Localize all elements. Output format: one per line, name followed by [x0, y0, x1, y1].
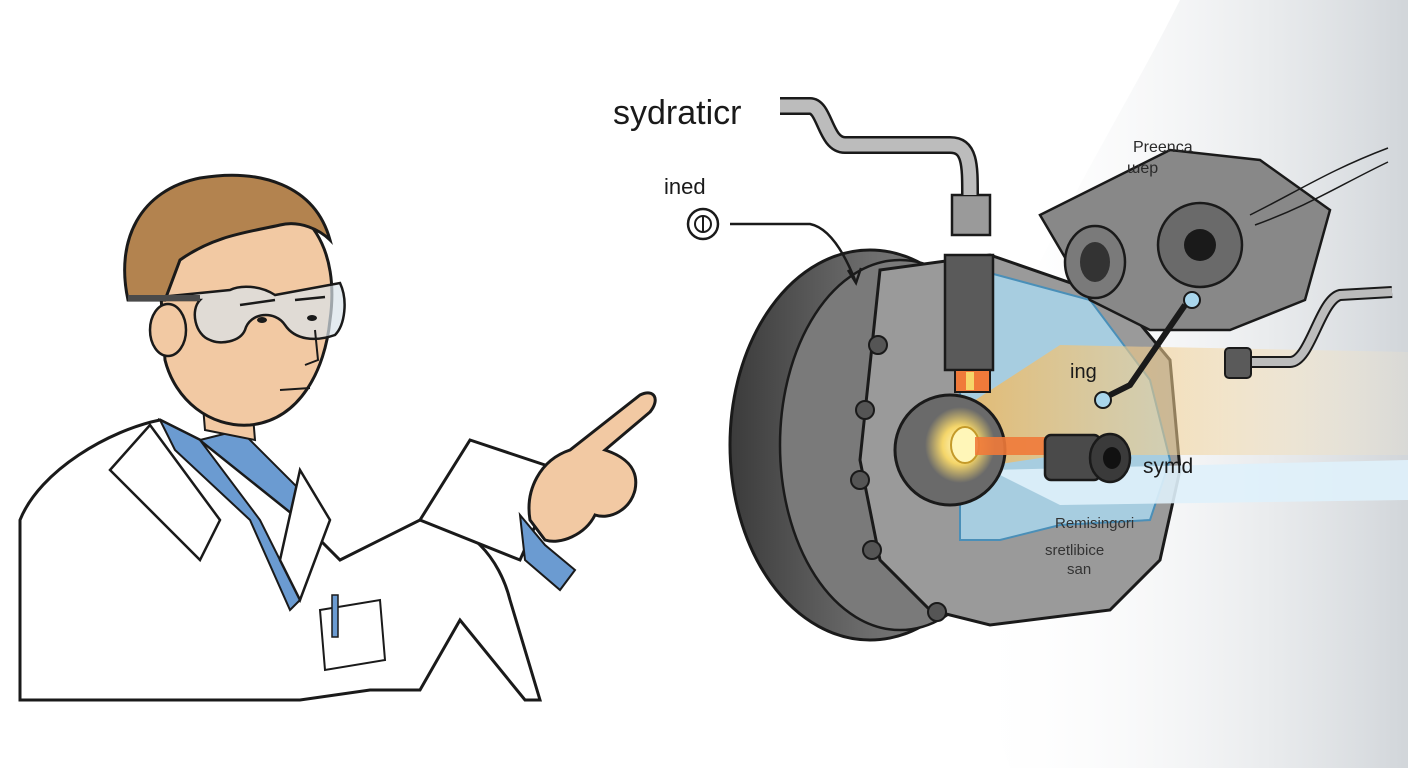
pointing-hand [527, 391, 657, 543]
hot-jet [975, 437, 1045, 455]
bottom-label-line3: san [1067, 561, 1092, 578]
injector-column [943, 193, 995, 393]
main-callout-label: sydraticr [613, 94, 742, 132]
hair [123, 173, 333, 302]
nozzle-label: symd [1143, 455, 1194, 478]
top-right-label-line2: ɯep [1127, 160, 1159, 177]
small-callout-label: ined [664, 174, 706, 199]
mechanism-assembly [728, 97, 1408, 642]
top-right-label-line1: Preenca [1133, 139, 1193, 156]
beam-label: ing [1070, 361, 1097, 383]
callout-leader-line [730, 222, 857, 281]
engineer-figure [18, 173, 657, 702]
callout-symbol-icon [686, 207, 720, 241]
bottom-label-line1: Remisingori [1055, 515, 1135, 532]
pump-bracket [1038, 148, 1332, 332]
nozzle [1043, 432, 1132, 484]
shirt [157, 417, 302, 612]
bottom-label-line2: sretlibice [1045, 542, 1105, 559]
